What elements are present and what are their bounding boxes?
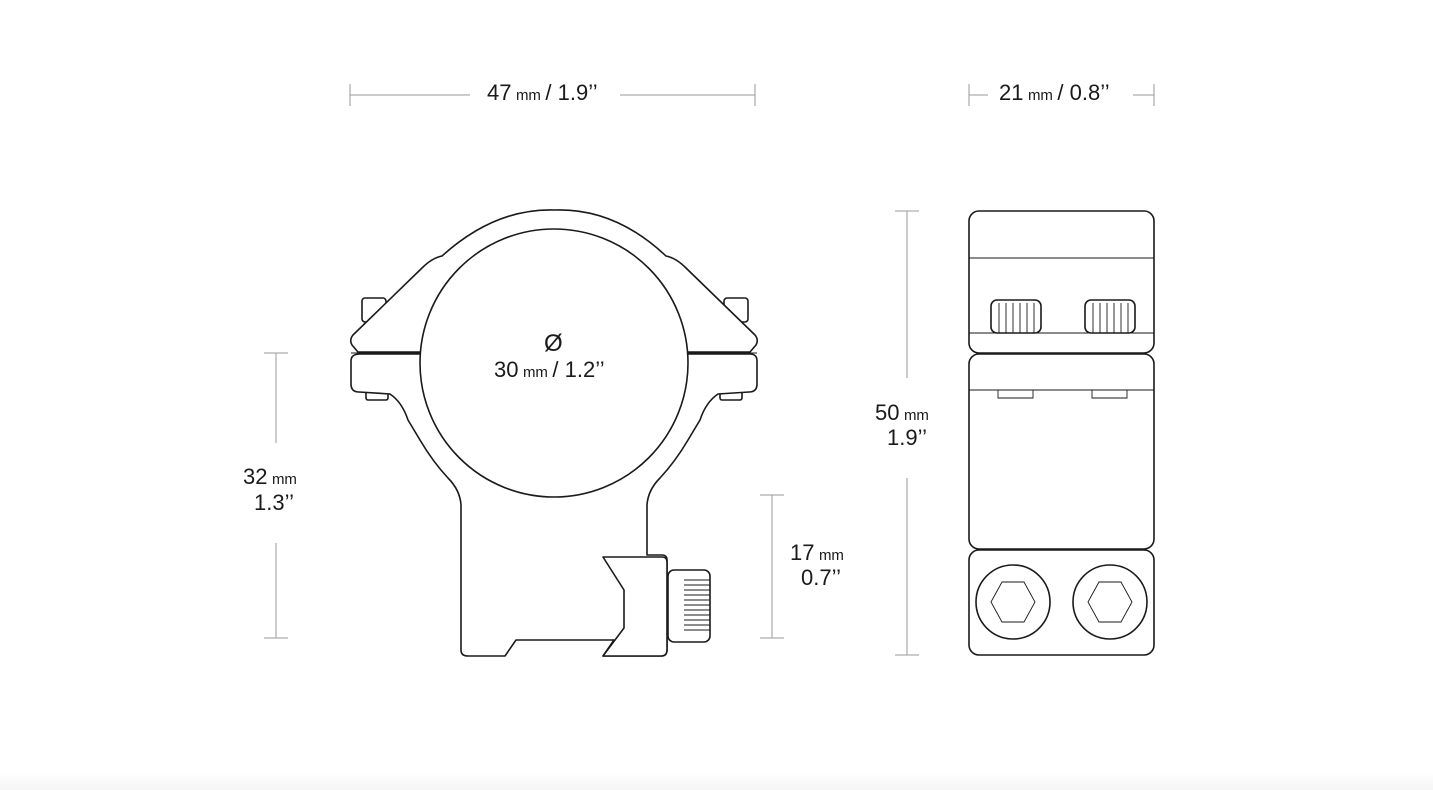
side-screw-knurling [998, 303, 1129, 333]
total-height-imperial: 1.9’’ [887, 425, 927, 450]
side-width-value: 21 [999, 80, 1024, 105]
side-body [968, 353, 1155, 550]
tube-diameter-value: 30 [494, 357, 519, 382]
tube-bore [419, 228, 689, 498]
center-height-unit: mm [271, 471, 297, 488]
base-height-unit: mm [818, 547, 844, 564]
total-height-value: 50 [875, 400, 900, 425]
ring-front-view [349, 209, 759, 657]
side-width-unit: mm [1027, 87, 1053, 104]
hex-bolt-right [1072, 564, 1148, 640]
bottom-edge [0, 772, 1433, 790]
center-height-value: 32 [243, 464, 268, 489]
tube-diameter-unit: mm [522, 364, 548, 381]
hex-bolt-left [975, 564, 1051, 640]
ring-width-imperial: / 1.9’’ [545, 80, 598, 105]
ring-width-value: 47 [487, 80, 512, 105]
side-screw-left [990, 299, 1042, 334]
tube-diameter-imperial: / 1.2’’ [552, 357, 605, 382]
tube-diameter-label: 30 mm / 1.2’’ [494, 359, 605, 381]
diameter-symbol: Ø [544, 330, 563, 357]
crossbolt-nut [667, 569, 711, 643]
ring-side-view [968, 210, 1155, 656]
ring-width-label: 47 mm / 1.9’’ [487, 82, 598, 104]
side-screw-right [1084, 299, 1136, 334]
side-width-label: 21 mm / 0.8’’ [999, 82, 1110, 104]
center-height-imperial: 1.3’’ [254, 490, 294, 515]
side-width-imperial: / 0.8’’ [1057, 80, 1110, 105]
ring-width-unit: mm [515, 87, 541, 104]
crossbolt-clamp [602, 556, 668, 657]
crossbolt-knurling [684, 579, 710, 631]
base-height-value: 17 [790, 540, 815, 565]
total-height-metric: 50 mm [875, 402, 929, 424]
center-height-metric: 32 mm [243, 466, 297, 488]
base-height-imperial: 0.7’’ [801, 565, 841, 590]
base-height-metric: 17 mm [790, 542, 844, 564]
total-height-unit: mm [903, 407, 929, 424]
